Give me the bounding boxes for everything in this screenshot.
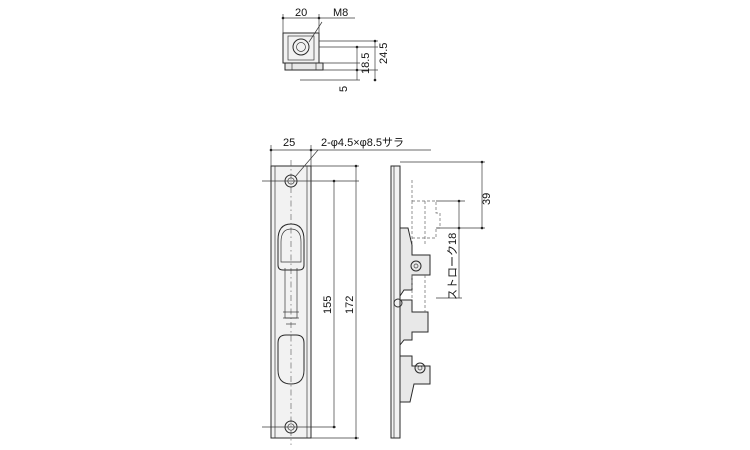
top-width-dim: 20 <box>295 7 307 19</box>
bolt-circle <box>292 38 310 56</box>
top-view: 20 M8 18.5 24.5 5 <box>281 7 390 92</box>
height-dim-24-5: 24.5 <box>378 43 390 64</box>
base-dim: 5 <box>338 86 350 92</box>
lever-slot-top <box>277 223 305 271</box>
top-view-base <box>284 62 324 71</box>
front-plate <box>270 165 312 439</box>
mechanism-middle <box>399 299 429 347</box>
length-dim: 172 <box>344 296 356 314</box>
pitch-dim: 155 <box>322 296 334 314</box>
height-dim-18-5: 18.5 <box>360 53 372 74</box>
rivet-upper <box>410 260 422 272</box>
bolt-hidden <box>412 200 441 239</box>
front-view: 25 2-φ4.5×φ8.5サラ 155 172 <box>262 136 431 445</box>
offset-dim: 39 <box>481 193 493 205</box>
rivet-middle <box>393 298 403 308</box>
side-view: 39 ストローク18 <box>390 160 493 439</box>
lever-slot-bottom <box>277 334 305 385</box>
mechanism-upper <box>399 227 431 298</box>
front-width-dim: 25 <box>283 137 295 149</box>
thread-label: M8 <box>333 7 348 19</box>
rivet-lower <box>414 362 426 374</box>
hole-note: 2-φ4.5×φ8.5サラ <box>321 136 404 149</box>
side-plate <box>390 165 401 439</box>
top-view-body <box>282 32 320 64</box>
stroke-label: ストローク18 <box>446 233 459 300</box>
mechanism-lower <box>399 355 431 403</box>
